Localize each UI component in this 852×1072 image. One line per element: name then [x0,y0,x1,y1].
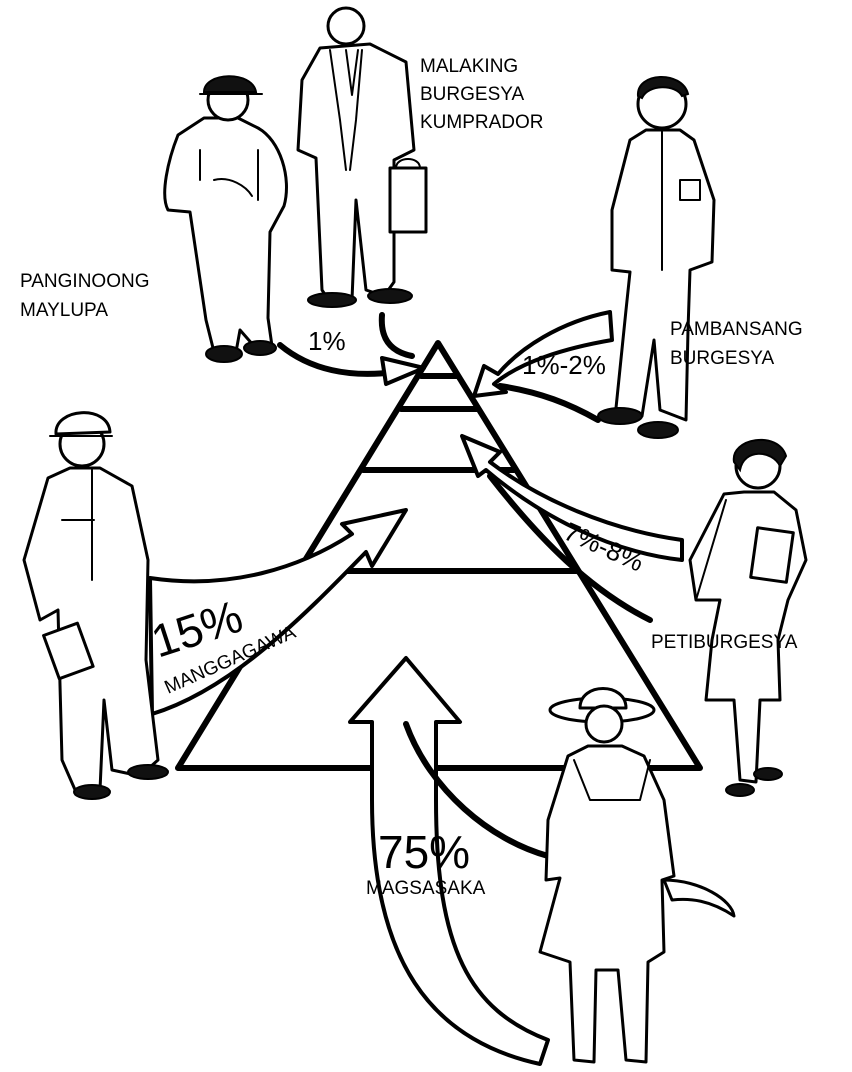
label-comprador-line-2: BURGESYA [420,84,525,105]
percent-peasants: 75% [378,826,470,878]
arrow-peasants [348,656,550,1066]
arrow-national-bourgeoisie [472,310,614,398]
arrow-national-bourgeoisie-tail [497,383,601,423]
arrow-peasants-inner-curve [403,721,551,859]
label-comprador-line-1: MALAKING [420,56,518,77]
label-national-bourgeoisie-line-2: BURGESYA [670,348,775,369]
peasant-figure [538,687,736,1064]
label-comprador-line-3: KUMPRADOR [420,112,544,133]
flow-arrows [148,310,684,1066]
label-peasants: MAGSASAKA [366,878,486,899]
comprador-figure [296,6,428,308]
arrow-workers [148,508,408,716]
label-landlord-line-2: MAYLUPA [20,300,108,321]
label-national-bourgeoisie-line-1: PAMBANSANG [670,319,803,340]
label-petty-bourgeoisie: PETIBURGESYA [651,632,798,653]
arrow-petty-bourgeoisie-tail [487,473,653,623]
label-landlord-line-1: PANGINOONG [20,271,150,292]
pyramid-outline [175,340,703,771]
arrow-landlord-curve [277,342,398,377]
worker-figure [22,411,169,800]
percent-top-classes: 1% [308,326,346,356]
national-bourgeoisie-figure [597,76,716,439]
landlord-figure [163,75,288,363]
arrow-comprador-curve [378,312,415,359]
percent-national-bourgeoisie: 1%-2% [522,350,606,380]
petty-bourgeoisie-figure [688,438,808,797]
arrow-top-head [380,356,426,386]
arrow-petty-bourgeoisie [460,434,684,562]
